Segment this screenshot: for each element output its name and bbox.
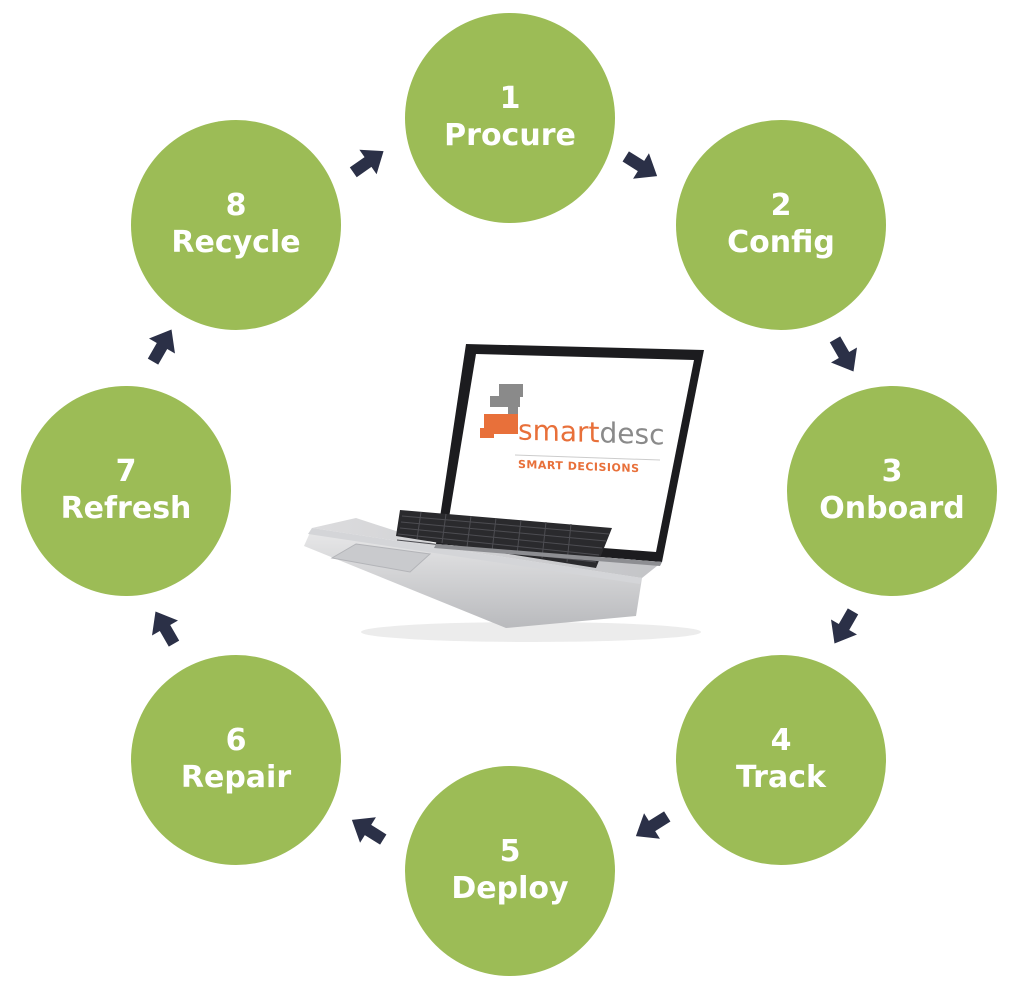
step-number: 1 xyxy=(499,81,521,117)
step-deploy: 5 Deploy xyxy=(405,766,615,976)
step-repair: 6 Repair xyxy=(131,655,341,865)
step-label: Recycle xyxy=(171,225,301,260)
step-number: 8 xyxy=(225,188,247,224)
step-number: 3 xyxy=(881,454,903,490)
step-label: Repair xyxy=(180,760,292,795)
step-label: Onboard xyxy=(819,491,965,526)
laptop-icon: smartdesc SMART DECISIONS xyxy=(296,332,716,652)
logo: smartdesc xyxy=(518,413,665,451)
logo-text-desc: desc xyxy=(599,416,665,452)
step-track: 4 Track xyxy=(676,655,886,865)
step-label: Config xyxy=(727,225,835,260)
step-procure: 1 Procure xyxy=(405,13,615,223)
step-number: 7 xyxy=(115,454,137,490)
step-recycle: 8 Recycle xyxy=(131,120,341,330)
step-number: 4 xyxy=(770,723,792,759)
step-number: 6 xyxy=(225,723,247,759)
logo-mark xyxy=(480,384,523,438)
step-number: 5 xyxy=(499,834,521,870)
logo-text-smart: smart xyxy=(518,413,600,450)
step-label: Refresh xyxy=(60,491,192,526)
step-label: Track xyxy=(736,760,826,795)
step-label: Procure xyxy=(444,118,576,153)
step-number: 2 xyxy=(770,188,792,224)
step-refresh: 7 Refresh xyxy=(21,386,231,596)
step-config: 2 Config xyxy=(676,120,886,330)
step-onboard: 3 Onboard xyxy=(787,386,997,596)
step-label: Deploy xyxy=(451,871,569,906)
